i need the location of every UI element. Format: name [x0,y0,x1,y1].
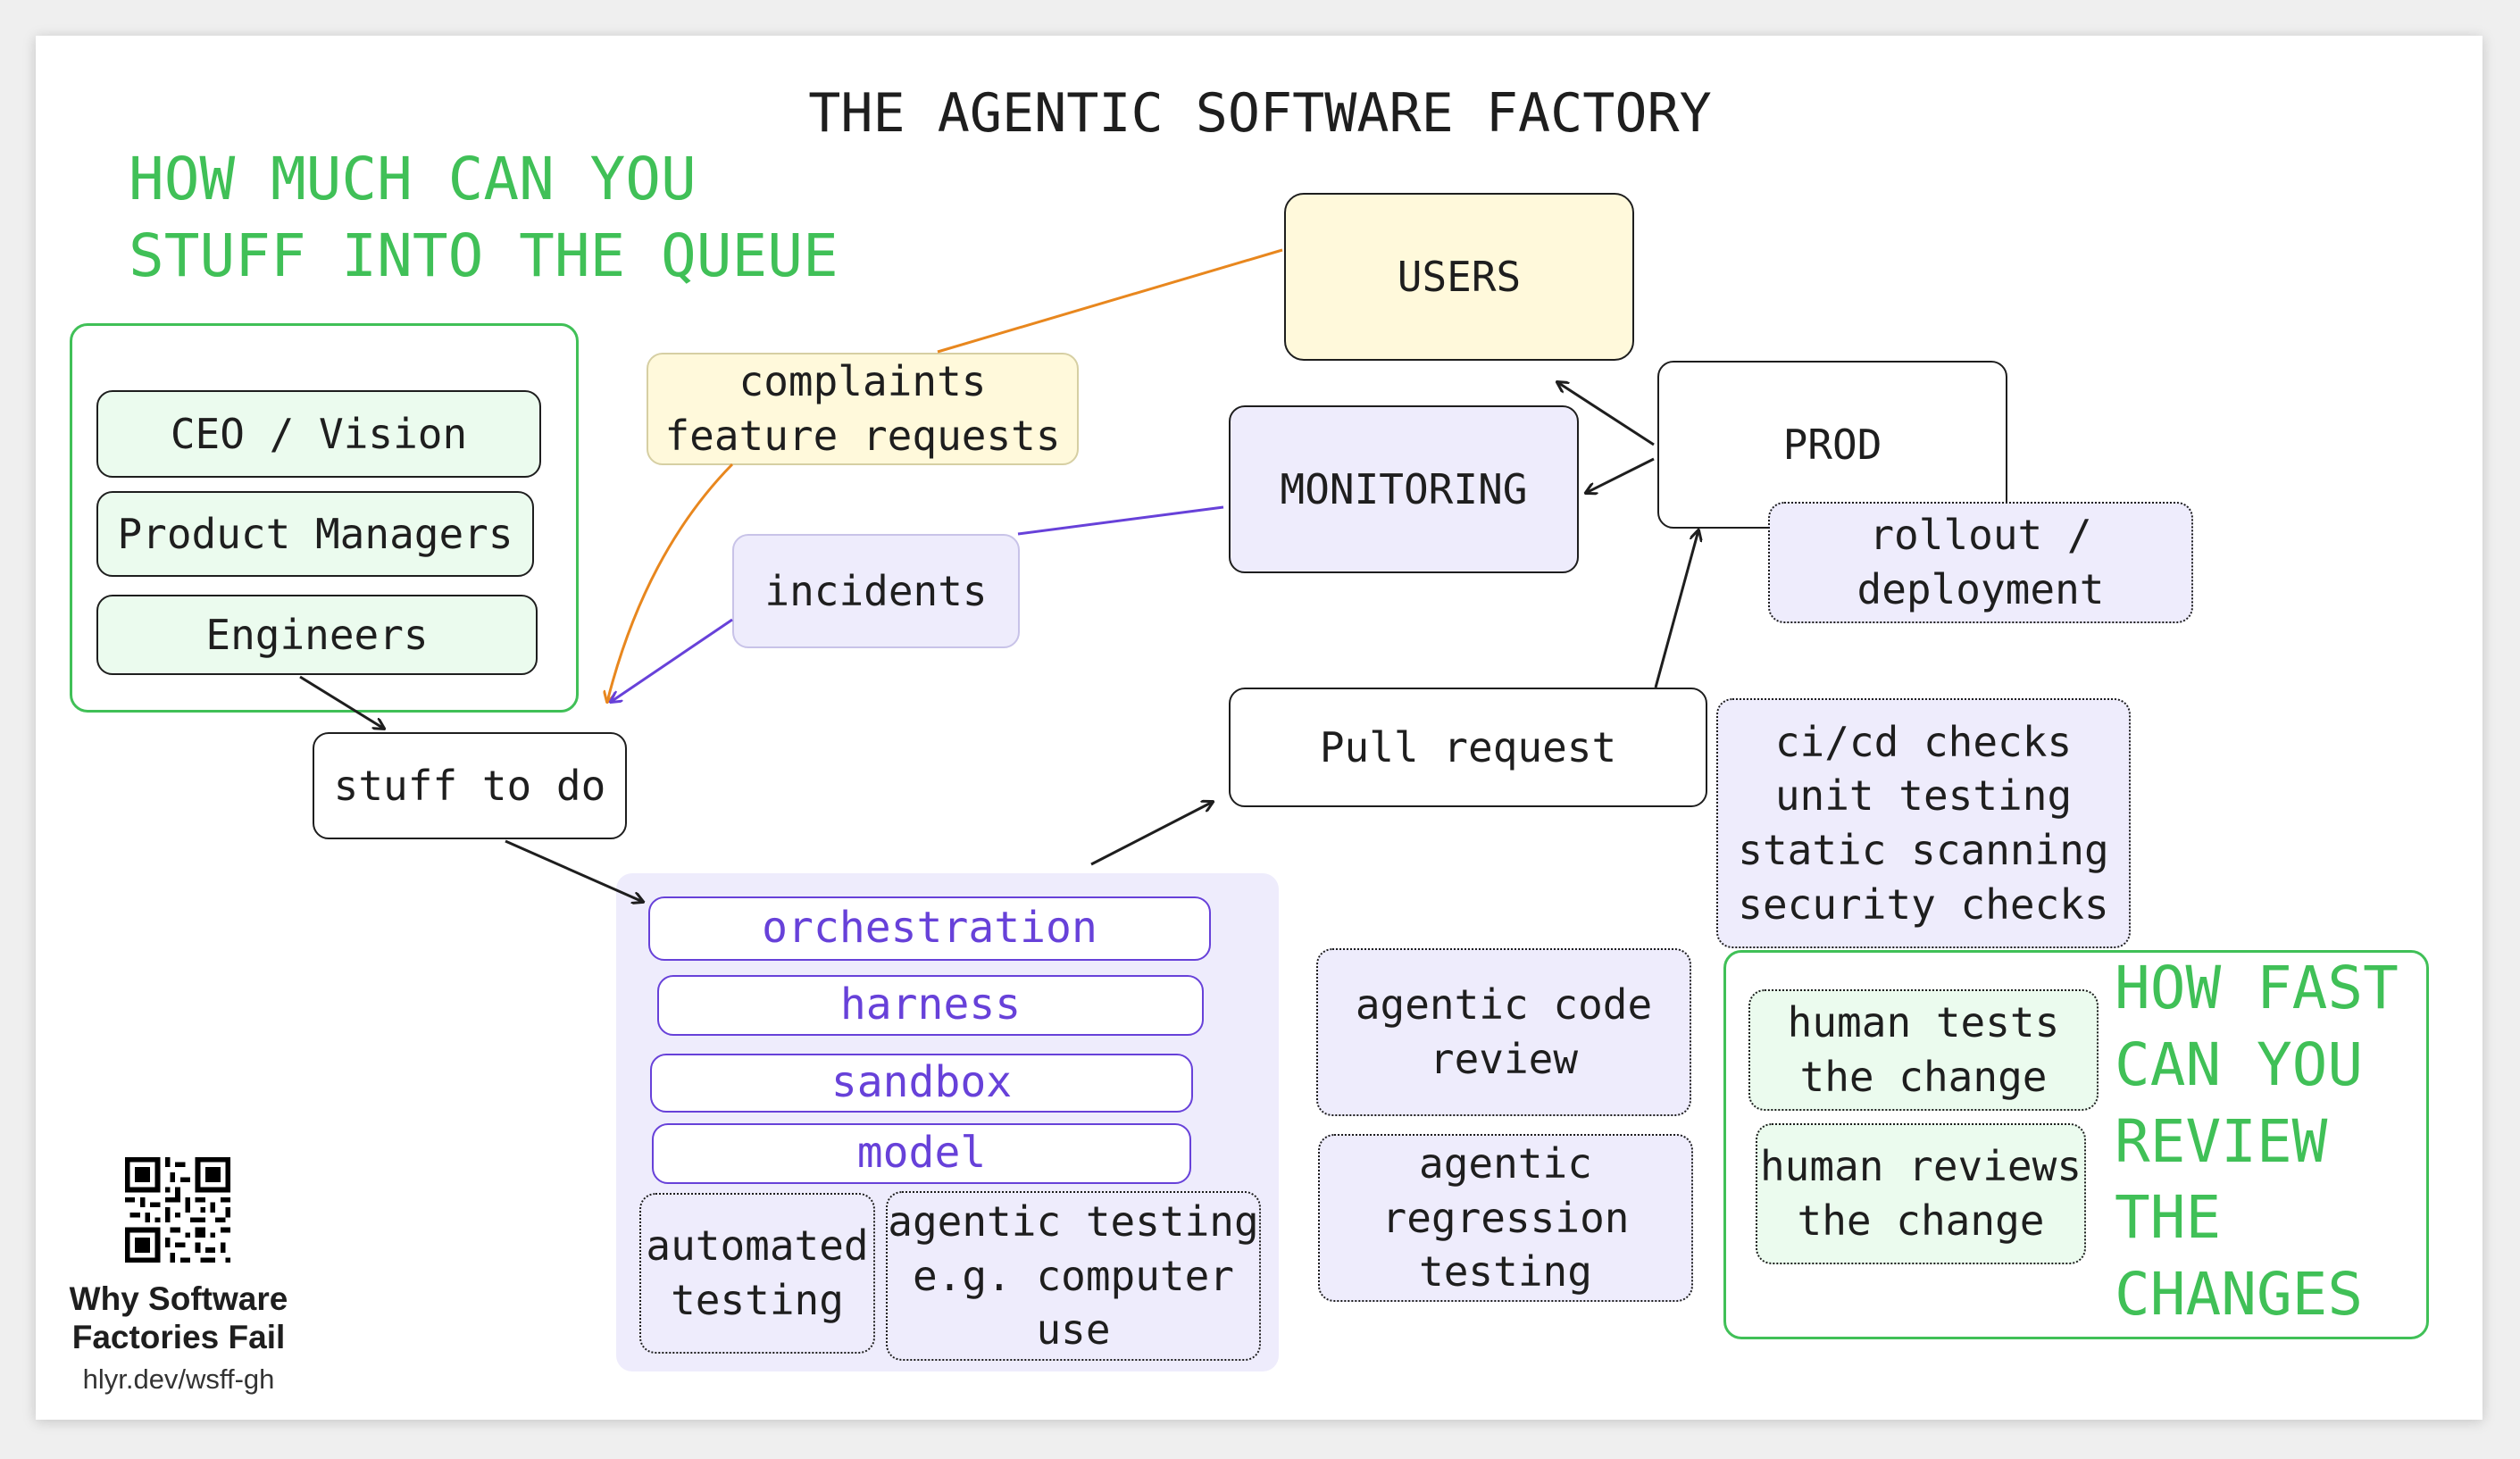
harness-box: harness [657,975,1204,1036]
qr-code-icon[interactable] [125,1157,230,1263]
sandbox-box: sandbox [650,1054,1193,1113]
ceo-vision-box: CEO / Vision [96,390,541,478]
agentic-code-review-box: agentic code review [1316,948,1691,1116]
human-reviews-box: human reviews the change [1756,1123,2086,1264]
team-region [70,323,579,713]
agentic-testing-box: agentic testing e.g. computer use [886,1191,1261,1361]
engineers-to-stuff-arrow [299,675,384,729]
feedback-box: complaints feature requests [647,353,1079,465]
orchestration-box: orchestration [648,896,1211,961]
agentic-regression-testing-box: agentic regression testing [1318,1134,1693,1302]
ci-cd-checks-box: ci/cd checks unit testing static scannin… [1716,698,2131,948]
qr-link[interactable]: hlyr.dev/wsff-gh [82,1363,275,1395]
human-tests-box: human tests the change [1748,989,2099,1111]
monitoring-box: MONITORING [1229,405,1579,573]
pr-to-prod-arrow [1654,530,1698,688]
prod-to-users-arrow [1557,382,1655,446]
diagram-title: THE AGENTIC SOFTWARE FACTORY [808,82,1712,145]
users-to-feedback-line [937,248,1283,354]
rollout-deployment-box: rollout / deployment [1768,502,2193,623]
engineers-box: Engineers [96,595,538,675]
qr-caption: Why Software Factories Fail [69,1280,288,1355]
incidents-to-stuff-arrow [611,618,733,702]
pull-request-box: Pull request [1229,688,1707,807]
queue-heading: HOW MUCH CAN YOU STUFF INTO THE QUEUE [129,145,839,290]
automated-testing-box: automated testing [639,1193,875,1354]
human-review-region [1723,950,2429,1339]
model-box: model [652,1123,1191,1184]
incidents-box: incidents [732,534,1020,648]
stack-to-pr-arrow [1090,802,1213,866]
review-heading: HOW FAST CAN YOU REVIEW THE CHANGES [2115,954,2399,1330]
prod-box: PROD [1657,361,2007,529]
stuff-to-do-box: stuff to do [313,732,627,839]
users-box: USERS [1284,193,1634,361]
monitoring-to-incidents-line [1017,505,1224,536]
prod-to-monitoring-arrow [1586,457,1655,493]
product-managers-box: Product Managers [96,491,534,577]
feedback-to-stuff-arrow [607,463,734,702]
stuff-to-stack-arrow [505,839,643,902]
